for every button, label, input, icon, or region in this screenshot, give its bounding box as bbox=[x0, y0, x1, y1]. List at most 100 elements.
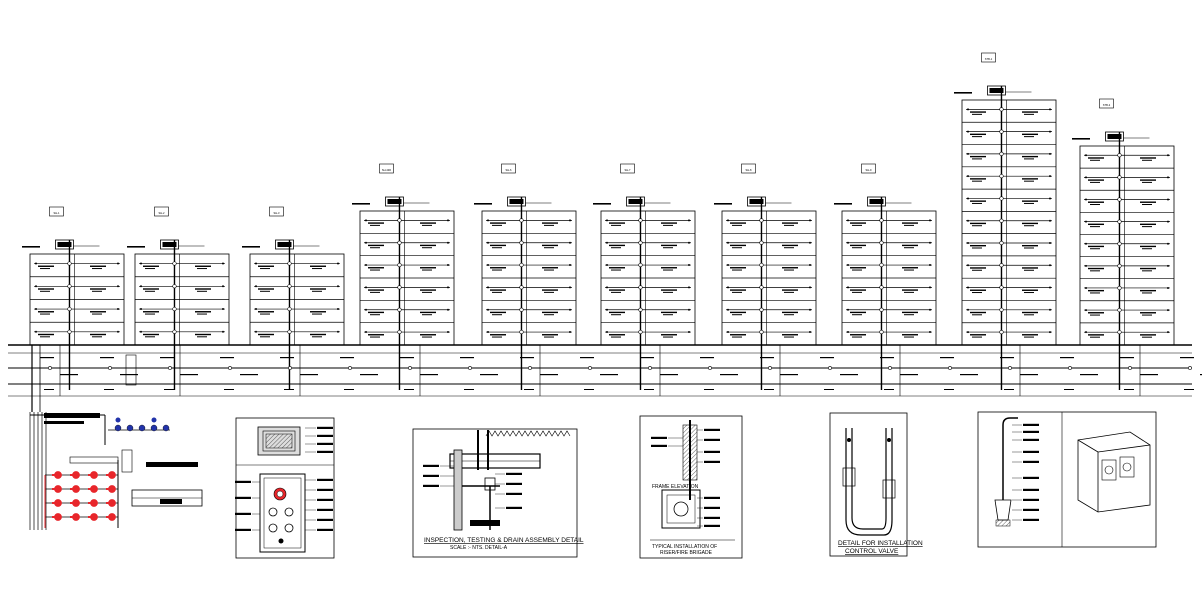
pipe-text-left bbox=[492, 291, 502, 293]
pipe-tag-left bbox=[730, 334, 746, 336]
valve-symbol bbox=[67, 284, 72, 289]
sprinkler-head bbox=[1049, 197, 1051, 200]
valve-symbol bbox=[999, 151, 1004, 156]
building-label-box bbox=[269, 206, 284, 217]
leader-note bbox=[1023, 518, 1039, 521]
roof-tank-fill bbox=[628, 199, 643, 204]
pump-coupling bbox=[52, 516, 56, 518]
pipe-text-right bbox=[1024, 336, 1034, 338]
pump-coupling bbox=[88, 516, 92, 518]
pump-coupling bbox=[52, 474, 56, 476]
main-valve bbox=[108, 366, 112, 370]
sprinkler-head bbox=[1167, 286, 1169, 289]
valve-symbol bbox=[397, 285, 402, 290]
sprinkler-head bbox=[847, 331, 849, 334]
pipe-tag-left bbox=[850, 334, 866, 336]
pipe-tag-left bbox=[258, 288, 274, 290]
control-valve-title: DETAIL FOR INSTALLATION bbox=[838, 540, 923, 547]
sprinkler-head bbox=[967, 286, 969, 289]
sprinkler-head bbox=[487, 331, 489, 334]
sprinkler-head bbox=[1049, 286, 1051, 289]
pipe-text-right bbox=[92, 336, 102, 338]
pipe-tag-right bbox=[1022, 133, 1038, 136]
pipe-tag-left bbox=[368, 334, 384, 336]
roof-tank-fill bbox=[162, 242, 177, 247]
pipe-tag-left bbox=[368, 244, 384, 247]
pipe-text-right bbox=[784, 224, 794, 226]
sprinkler-head bbox=[847, 241, 849, 244]
pump-coupling bbox=[106, 502, 110, 504]
roof-tank bbox=[747, 196, 766, 207]
main-tag bbox=[764, 389, 774, 390]
pipe-tag-left bbox=[38, 265, 54, 267]
pipe-text-left bbox=[732, 291, 742, 293]
building-4: SH-4&5 bbox=[352, 163, 455, 390]
pipe-text-left bbox=[732, 314, 742, 316]
pipe-text-right bbox=[1142, 159, 1152, 161]
pipe-tag-right bbox=[90, 311, 106, 313]
riser-installation-detail: FRAME ELEVATION TYPICAL INSTALLATION OF … bbox=[639, 415, 743, 559]
pipe-tag-right bbox=[1022, 178, 1038, 180]
sprinkler-head bbox=[140, 262, 142, 265]
pipe-text-left bbox=[1090, 248, 1100, 250]
pipe-tag-right bbox=[195, 288, 211, 290]
leader-note bbox=[235, 496, 251, 499]
pipe-text-right bbox=[1142, 204, 1152, 206]
building-label-box bbox=[741, 163, 756, 174]
building-label-box bbox=[49, 206, 64, 217]
pipe-text-right bbox=[904, 224, 914, 226]
pipe-tag-right bbox=[310, 311, 326, 313]
pipe-text-left bbox=[492, 269, 502, 271]
pipe-text-left bbox=[40, 336, 50, 338]
pipe-tag-left bbox=[1088, 334, 1104, 336]
roof-note bbox=[22, 246, 40, 248]
pipe-tag-right bbox=[195, 333, 211, 336]
main-valve bbox=[948, 366, 952, 370]
sprinkler-head bbox=[117, 330, 119, 333]
sprinkler-head bbox=[688, 331, 690, 334]
valve-symbol bbox=[172, 261, 177, 266]
valve-symbol bbox=[1117, 197, 1122, 202]
valve-symbol bbox=[999, 196, 1004, 201]
main-tag bbox=[164, 389, 174, 390]
pipe-tag-right bbox=[420, 222, 436, 224]
pipe-tag-left bbox=[850, 289, 866, 291]
pipe-text-left bbox=[40, 313, 50, 315]
pipe-tag-right bbox=[661, 334, 677, 336]
pipe-tag-left bbox=[609, 267, 625, 269]
sprinkler-head bbox=[1085, 220, 1087, 223]
pipe-text-right bbox=[544, 291, 554, 293]
pipe-tag-left bbox=[970, 200, 986, 202]
sprinkler-head bbox=[487, 286, 489, 289]
leader-note bbox=[235, 480, 251, 483]
main-tag bbox=[104, 389, 114, 390]
pipe-text-left bbox=[145, 313, 155, 315]
leader-note bbox=[506, 492, 522, 495]
pipe-text-left bbox=[260, 336, 270, 338]
main-tag bbox=[404, 389, 414, 390]
main-tag bbox=[884, 389, 894, 390]
pump-coupling bbox=[106, 516, 110, 518]
pipe-tag-right bbox=[661, 267, 677, 269]
pipe-tag-right bbox=[310, 288, 326, 290]
pipe-text-right bbox=[312, 313, 322, 315]
roof-note bbox=[127, 246, 145, 248]
pipe-tag-right bbox=[782, 289, 798, 291]
main-tag bbox=[240, 374, 258, 376]
main-tag bbox=[944, 389, 954, 390]
pipe-text-left bbox=[370, 336, 380, 338]
main-tag bbox=[820, 357, 834, 359]
pipe-tag-left bbox=[143, 333, 159, 336]
valve-symbol bbox=[759, 262, 764, 268]
pump-coupling bbox=[70, 516, 74, 518]
pipe-text-left bbox=[370, 314, 380, 316]
building-3: SH-3 bbox=[242, 206, 345, 390]
pipe-text-right bbox=[197, 313, 207, 315]
valve-symbol bbox=[519, 218, 524, 223]
roof-note bbox=[242, 246, 260, 248]
pipe-tag-right bbox=[542, 311, 558, 314]
sprinkler-head bbox=[1167, 220, 1169, 223]
equipment-tag bbox=[44, 421, 84, 424]
sprinkler-head bbox=[35, 262, 37, 265]
